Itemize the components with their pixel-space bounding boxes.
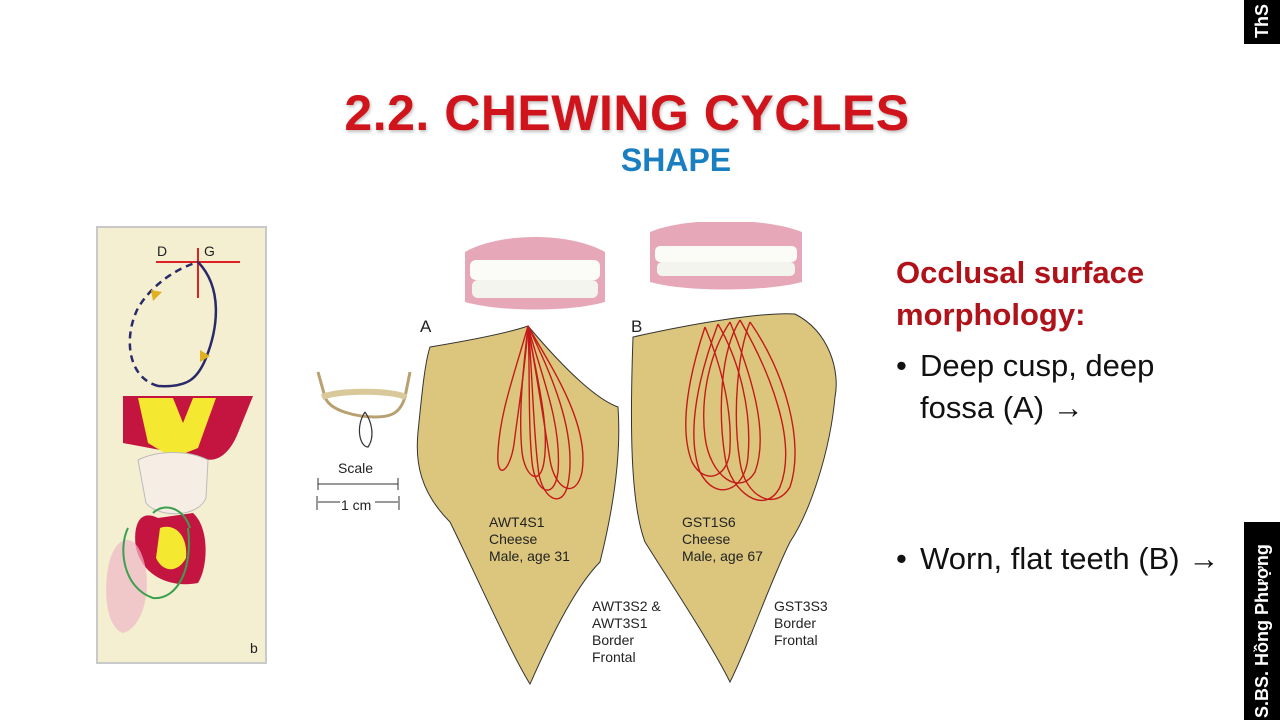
- border-label-a: AWT3S2 & AWT3S1 Border Frontal: [592, 598, 661, 665]
- bullet-deep-cusp: • Deep cusp, deep fossa (A) →: [896, 345, 1226, 429]
- slide-subtitle: SHAPE: [620, 142, 732, 178]
- tooth-cycle-illustration: [106, 248, 253, 633]
- slide-title: 2.2. CHEWING CYCLES: [344, 85, 910, 141]
- label-d: D: [157, 243, 168, 259]
- watermark-bottom: S.BS. Hồng Phượng: [1244, 522, 1280, 720]
- left-tooth-figure: D G b: [96, 226, 267, 664]
- envelope-drawing: [316, 220, 837, 686]
- border-label-b: GST3S3 Border Frontal: [774, 598, 828, 648]
- watermark-top-text: ThS: [1252, 4, 1272, 38]
- bullet-dot: •: [896, 541, 907, 576]
- label-b: b: [250, 640, 258, 656]
- label-g: G: [204, 243, 215, 259]
- chewing-envelope-figure: A B Scale 1 cm AWT4S1 Cheese Male, age 3…: [300, 220, 870, 692]
- bullet-dot: •: [896, 348, 907, 383]
- panel-label-b: B: [631, 317, 643, 336]
- watermark-top: ThS: [1244, 0, 1280, 44]
- bullet-text: Deep cusp, deep fossa (A) →: [920, 348, 1155, 425]
- sample-label-b: GST1S6 Cheese Male, age 67: [682, 514, 763, 564]
- bullet-text: Worn, flat teeth (B) →: [920, 541, 1220, 576]
- bullet-worn-teeth: • Worn, flat teeth (B) →: [896, 538, 1226, 580]
- sample-label-a: AWT4S1 Cheese Male, age 31: [489, 514, 570, 564]
- watermark-bottom-text: S.BS. Hồng Phượng: [1252, 544, 1272, 718]
- scale-value: 1 cm: [341, 497, 372, 513]
- scale-label: Scale: [338, 460, 374, 476]
- panel-label-a: A: [420, 317, 432, 336]
- occlusal-heading: Occlusal surface morphology:: [896, 255, 1145, 332]
